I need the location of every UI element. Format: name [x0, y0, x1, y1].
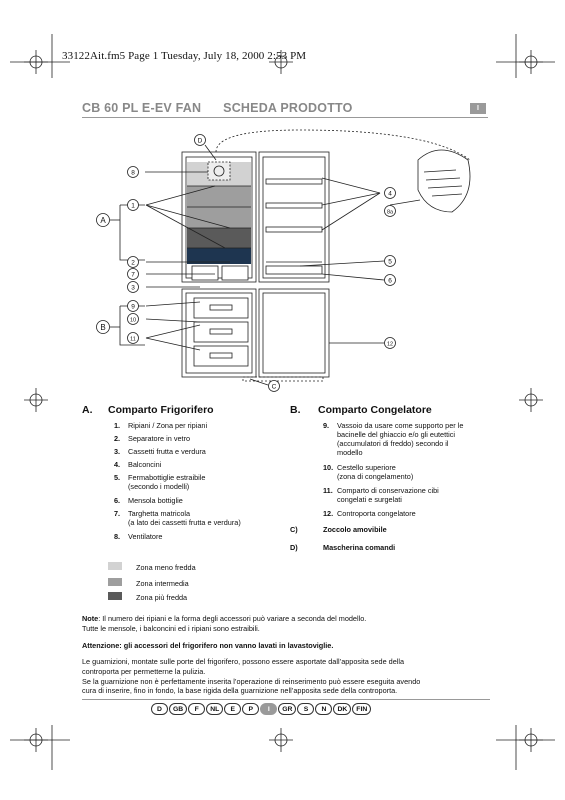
- attention-line: Attenzione: gli accessori del frigorifer…: [82, 641, 334, 650]
- language-tab: I: [470, 103, 486, 114]
- callout-11: [127, 332, 139, 344]
- page-title: CB 60 PL E-EV FAN SCHEDA PRODOTTO: [82, 101, 353, 115]
- paragraph-line: cura di inserire, fino in fondo, la base…: [82, 686, 398, 695]
- note-line: Tutte le mensole, i balconcini ed i ripi…: [82, 624, 260, 633]
- document-title: SCHEDA PRODOTTO: [223, 101, 353, 115]
- callout-8: [127, 166, 139, 178]
- svg-text:11: 11: [130, 337, 136, 343]
- language-selector: D GB F NL E P I GR S N DK FIN: [151, 703, 372, 715]
- svg-text:4: 4: [388, 191, 392, 198]
- paragraph-line: Le guarnizioni, montate sulle porte del …: [82, 657, 405, 666]
- svg-text:12: 12: [387, 342, 393, 348]
- legend-label: Zona meno fredda: [136, 563, 196, 572]
- callout-9: [127, 300, 139, 312]
- legend-label: Zona più fredda: [136, 593, 188, 602]
- lang-P[interactable]: P: [242, 703, 260, 715]
- paragraph-line: controporta per permetterne la pulizia.: [82, 667, 206, 676]
- lang-GR[interactable]: GR: [278, 703, 297, 715]
- callout-3: [127, 281, 139, 293]
- lang-N[interactable]: N: [315, 703, 333, 715]
- lang-I[interactable]: I: [260, 703, 278, 715]
- lang-E[interactable]: E: [224, 703, 242, 715]
- callout-12: [384, 337, 396, 349]
- freezer-door: [258, 288, 330, 378]
- callout-C: [268, 380, 280, 392]
- section-a-heading: Comparto Frigorifero: [108, 404, 214, 416]
- svg-text:8: 8: [131, 170, 135, 177]
- paragraph-line: Se la guarnizione non è perfettamente in…: [82, 677, 421, 686]
- note-line: Note: Il numero dei ripiani e la forma d…: [82, 614, 367, 623]
- svg-text:6: 6: [388, 278, 392, 285]
- section-extra-list: C)Zoccolo amovibile D)Mascherina comandi: [290, 525, 396, 552]
- lang-NL[interactable]: NL: [206, 703, 224, 715]
- svg-text:C: C: [272, 384, 277, 391]
- svg-text:10: 10: [130, 318, 136, 324]
- lang-GB[interactable]: GB: [169, 703, 188, 715]
- callout-5: [384, 255, 396, 267]
- fridge-door: [258, 151, 330, 283]
- section-b-heading: Comparto Congelatore: [318, 404, 432, 416]
- legend-swatch-dark: [108, 592, 122, 600]
- section-a-letter: A.: [82, 404, 93, 416]
- lang-FIN[interactable]: FIN: [352, 703, 372, 715]
- svg-text:1: 1: [131, 203, 135, 210]
- freezer-cabinet: [181, 288, 257, 378]
- file-info-line: 33122Ait.fm5 Page 1 Tuesday, July 18, 20…: [62, 50, 307, 62]
- svg-text:2: 2: [131, 260, 135, 267]
- fridge-cabinet: [181, 151, 257, 283]
- callout-D: [194, 134, 206, 146]
- lang-D[interactable]: D: [151, 703, 168, 715]
- lang-DK[interactable]: DK: [333, 703, 352, 715]
- lang-S[interactable]: S: [297, 703, 315, 715]
- crisper-zone: [187, 248, 251, 264]
- callout-8a: [384, 205, 396, 217]
- callout-7: [127, 268, 139, 280]
- callout-6: [384, 274, 396, 286]
- legend-swatch-mid: [108, 578, 122, 586]
- svg-text:D: D: [198, 138, 203, 145]
- section-a-list: 1.Ripiani / Zona per ripiani 2.Separator…: [114, 421, 241, 541]
- callout-1: [127, 199, 139, 211]
- legend-label: Zona intermedia: [136, 579, 189, 588]
- egg-tray-inset: [417, 149, 471, 213]
- svg-text:B: B: [100, 323, 105, 332]
- callout-A: [96, 213, 110, 227]
- callout-B: [96, 320, 110, 334]
- header-rule: [82, 117, 488, 118]
- footer-rule: [82, 699, 490, 700]
- svg-text:8a: 8a: [387, 210, 394, 216]
- fridge-diagram: D 8 1 A 2 7 3 9 10 B 11 4 8a 5 6 12 C: [96, 129, 471, 392]
- model-name: CB 60 PL E-EV FAN: [82, 101, 202, 115]
- section-b-letter: B.: [290, 404, 301, 416]
- svg-text:A: A: [100, 216, 106, 225]
- callout-10: [127, 313, 139, 325]
- zone-dark-shelf: [187, 228, 251, 248]
- callout-2: [127, 256, 139, 268]
- svg-text:3: 3: [131, 285, 135, 292]
- lang-F[interactable]: F: [188, 703, 206, 715]
- svg-text:5: 5: [388, 259, 392, 266]
- svg-text:7: 7: [131, 272, 135, 279]
- svg-text:9: 9: [131, 304, 135, 311]
- legend-swatch-light: [108, 562, 122, 570]
- fan: [207, 161, 231, 181]
- callout-4: [384, 187, 396, 199]
